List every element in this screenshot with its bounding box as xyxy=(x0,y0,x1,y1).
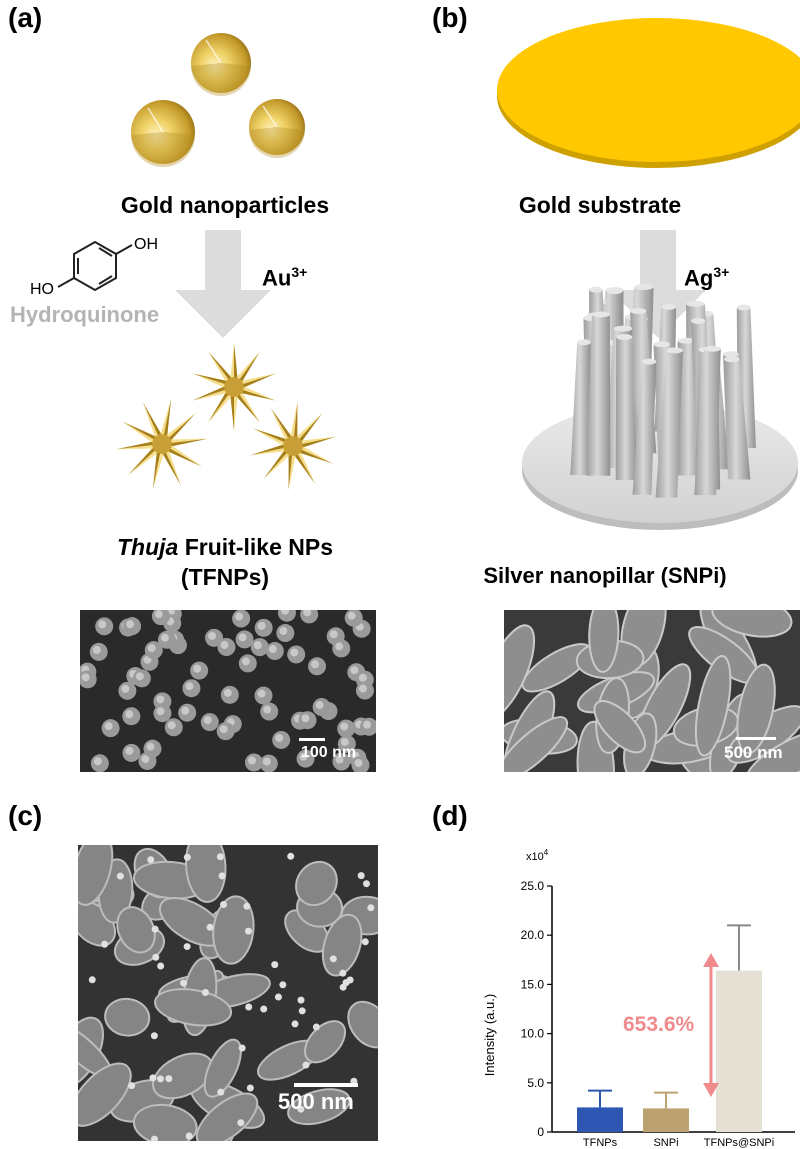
hydroquinone-structure xyxy=(57,240,133,292)
ion-au: Au3+ xyxy=(262,264,308,291)
scale-label-b: 500 nm xyxy=(724,743,783,762)
scale-bar-c xyxy=(294,1083,358,1087)
thuja-italic: Thuja xyxy=(117,534,179,560)
snpi-title: Silver nanopillar (SNPi) xyxy=(483,563,727,588)
scale-label-a: 100 nm xyxy=(301,744,357,761)
panel-b-label: (b) xyxy=(432,2,468,33)
gold-substrate xyxy=(497,18,800,168)
x-tick-label: SNPi xyxy=(653,1137,678,1149)
y-tick-label: 20.0 xyxy=(521,928,545,942)
scale-bar-a xyxy=(299,738,325,741)
sem-image-snpi: 500 nm xyxy=(504,610,800,772)
panel-b-schematic xyxy=(497,18,800,530)
tfnp-star-left xyxy=(116,398,208,490)
panel-d-label: (d) xyxy=(432,800,468,831)
gold-sphere-right xyxy=(249,99,305,158)
tfnp-star-right xyxy=(250,402,336,490)
hydroquinone-oh-top: OH xyxy=(134,236,158,253)
enhancement-annotation: 653.6% xyxy=(623,1013,695,1036)
gold-sphere-left xyxy=(131,100,195,167)
gold-nanoparticles-title: Gold nanoparticles xyxy=(120,192,330,218)
gold-sphere-top xyxy=(191,33,251,96)
y-tick-label: 5.0 xyxy=(527,1076,544,1090)
reaction-arrow-a xyxy=(175,230,271,338)
hydroquinone-label: Hydroquinone xyxy=(10,302,160,327)
y-axis-label: Intensity (a.u.) xyxy=(482,994,497,1076)
y-tick-label: 25.0 xyxy=(521,879,545,893)
bar-tfnps xyxy=(577,1107,623,1132)
silver-nanopillars xyxy=(570,284,756,498)
bars xyxy=(577,924,762,1132)
scale-label-c: 500 nm xyxy=(278,1089,354,1114)
tfnps-title-rest: Fruit-like NPs xyxy=(178,534,333,560)
bar-tfnps-snpi xyxy=(716,970,762,1132)
gold-substrate-title: Gold substrate xyxy=(518,192,682,218)
x-axis-labels: TFNPs SNPi TFNPs@SNPi xyxy=(583,1137,774,1149)
tfnp-star-top xyxy=(192,343,276,431)
panel-a-schematic xyxy=(57,33,336,490)
ion-ag: Ag3+ xyxy=(684,264,730,291)
panel-a-label: (a) xyxy=(8,2,43,33)
intensity-bar-chart: x104 Intensity (a.u.) 0 5.0 10.0 15.0 20.0 25… xyxy=(482,848,795,1149)
y-tick-label: 10.0 xyxy=(521,1027,545,1041)
tfnps-abbr: (TFNPs) xyxy=(180,564,270,590)
panel-c-label: (c) xyxy=(8,800,43,831)
sem-image-tfnps: 100 nm xyxy=(80,610,376,772)
hydroquinone-oh-bottom: HO xyxy=(30,281,54,298)
tfnps-title: Thuja Fruit-like NPs xyxy=(0,534,450,561)
y-tick-label: 0 xyxy=(537,1125,544,1139)
scale-bar-b xyxy=(736,737,776,740)
y-tick-label: 15.0 xyxy=(521,977,545,991)
x-tick-label: TFNPs xyxy=(583,1137,618,1149)
y-axis-multiplier: x104 xyxy=(526,848,549,863)
x-tick-label: TFNPs@SNPi xyxy=(704,1137,774,1149)
bar-snpi xyxy=(643,1108,689,1132)
enhancement-arrow xyxy=(703,953,719,1097)
sem-image-tfnps-on-snpi: 500 nm xyxy=(78,845,378,1141)
